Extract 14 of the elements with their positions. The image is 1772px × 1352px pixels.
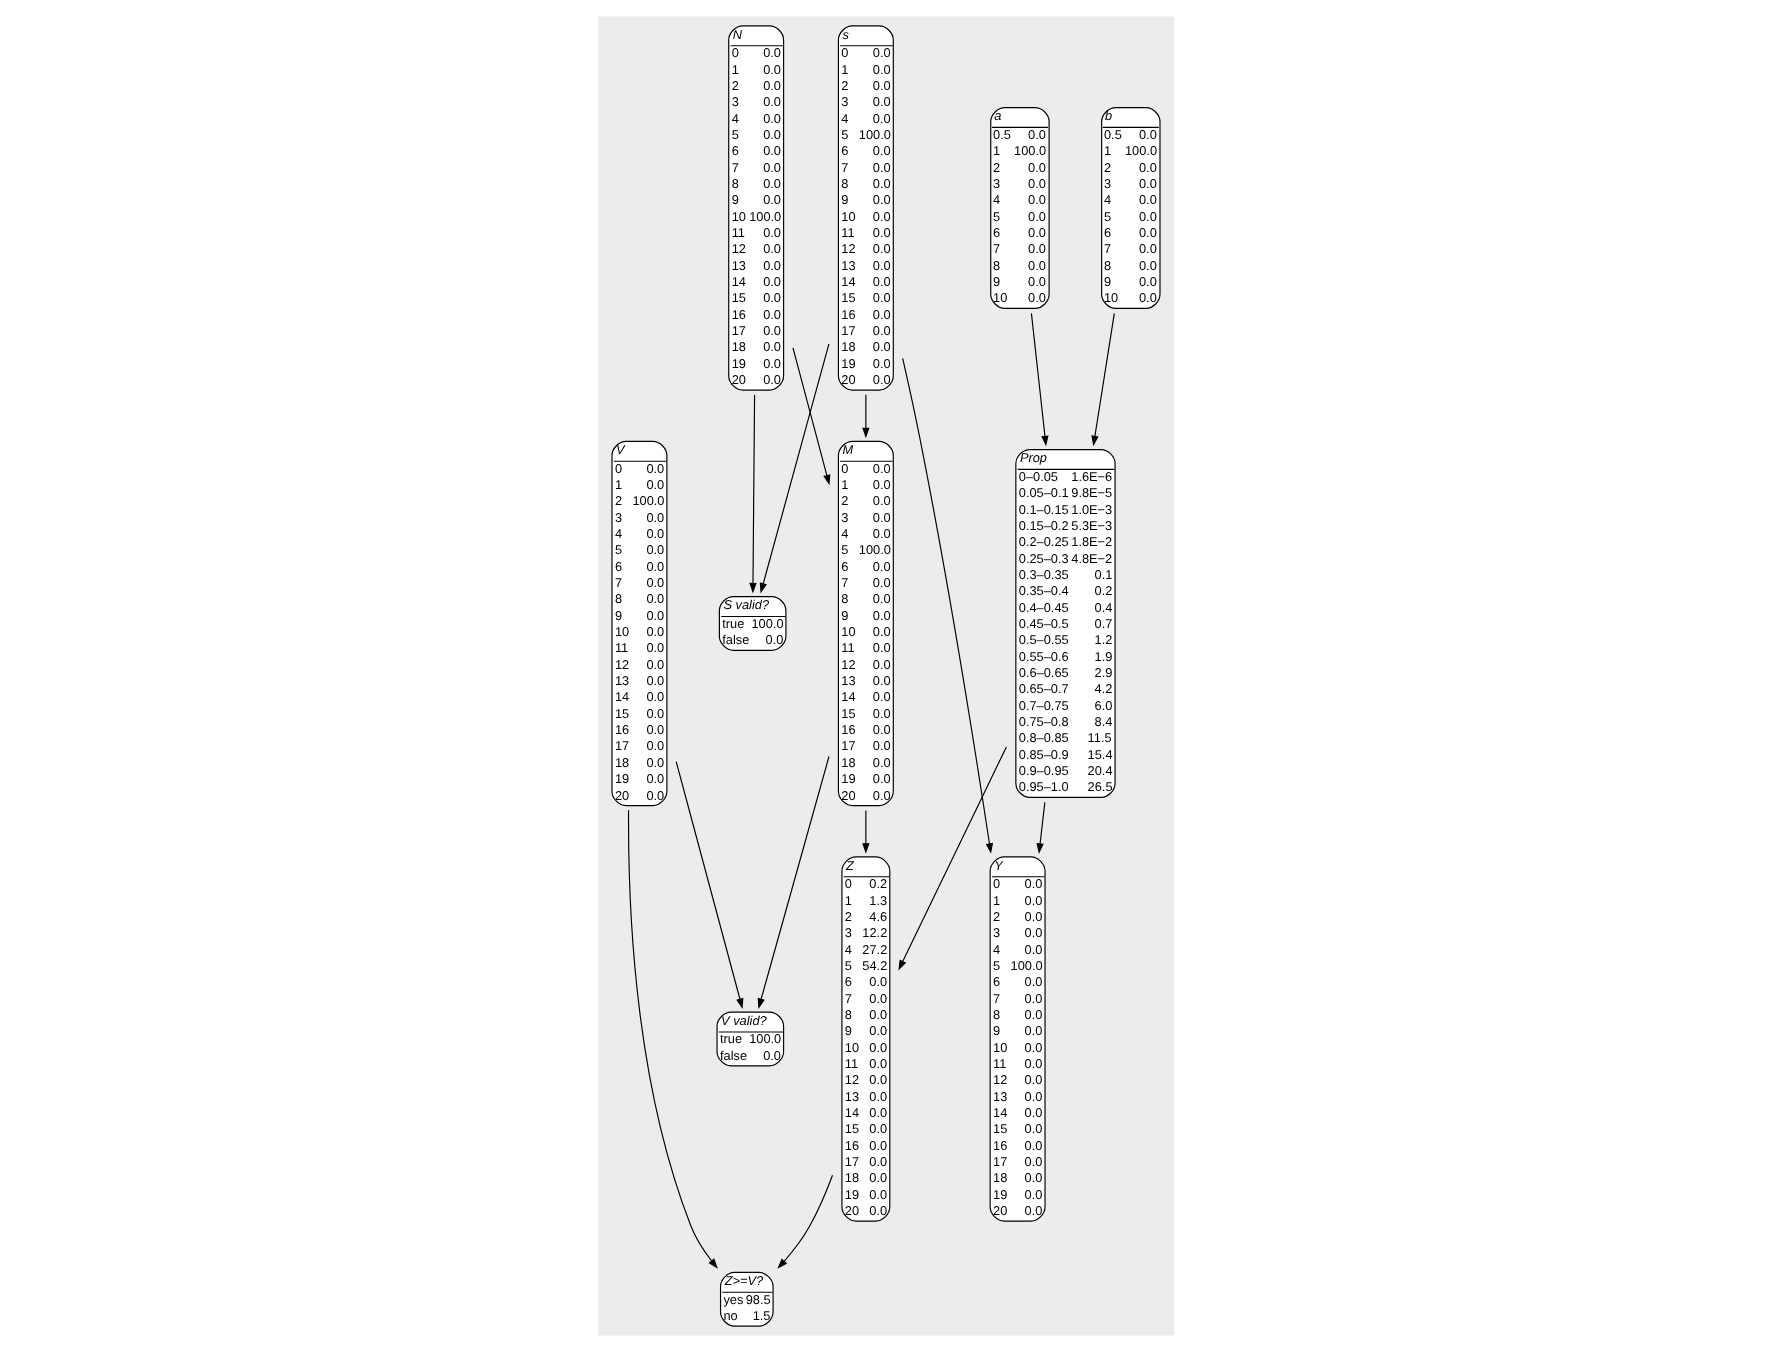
arrow [792,347,831,486]
arrow [898,746,1007,971]
arrow [759,343,830,594]
arrow [1091,312,1115,447]
arrow [862,394,870,439]
arrow [902,357,994,854]
arrow [862,809,870,854]
arrow [749,394,757,594]
arrow [757,755,830,1009]
arrow [675,761,744,1009]
arrow [628,809,718,1269]
arrow [1030,312,1049,447]
arrow [777,1174,834,1269]
arrow [1036,801,1046,854]
